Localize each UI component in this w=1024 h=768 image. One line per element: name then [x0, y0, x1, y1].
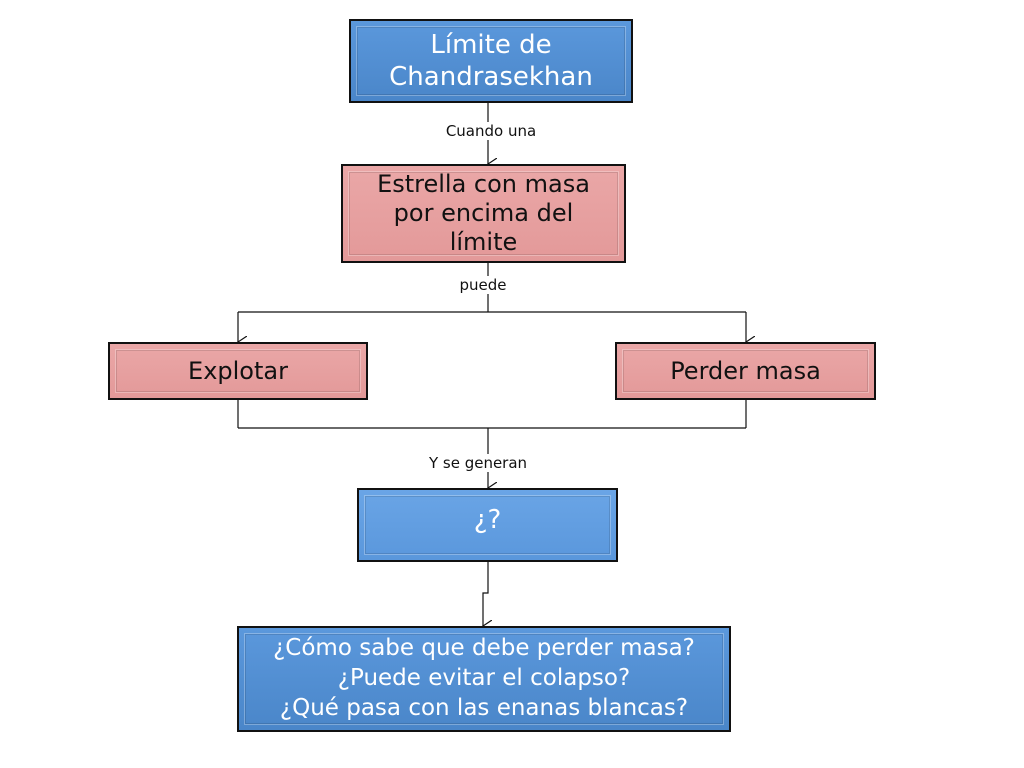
node-estrella: Estrella con masa por encima del límite: [341, 164, 626, 263]
node-dudas: ¿Cómo sabe que debe perder masa? ¿Puede …: [237, 626, 731, 732]
node-dudas-line-3: ¿Qué pasa con las enanas blancas?: [279, 694, 689, 721]
node-estrella-line-3: límite: [449, 228, 518, 257]
node-pregunta-label: ¿?: [473, 505, 502, 535]
node-limite-line-2: Chandrasekhan: [389, 62, 593, 92]
node-perder-label: Perder masa: [670, 357, 821, 385]
node-estrella-line-1: Estrella con masa: [377, 169, 590, 198]
edge-label-y-se-generan: Y se generan: [425, 454, 531, 472]
node-limite-chandrasekhan: Límite de Chandrasekhan: [349, 19, 633, 103]
node-limite-line-1: Límite de: [430, 29, 552, 60]
node-pregunta: ¿?: [357, 488, 618, 562]
node-explotar: Explotar: [108, 342, 368, 400]
edge-label-cuando-una: Cuando una: [442, 122, 540, 140]
edge-pregunta-dudas: [483, 562, 488, 626]
node-explotar-label: Explotar: [188, 357, 288, 385]
node-perder-masa: Perder masa: [615, 342, 876, 400]
node-estrella-line-2: por encima del: [393, 198, 574, 227]
node-dudas-line-2: ¿Puede evitar el colapso?: [337, 665, 631, 692]
node-dudas-line-1: ¿Cómo sabe que debe perder masa?: [273, 635, 695, 662]
edge-label-puede: puede: [456, 276, 510, 294]
